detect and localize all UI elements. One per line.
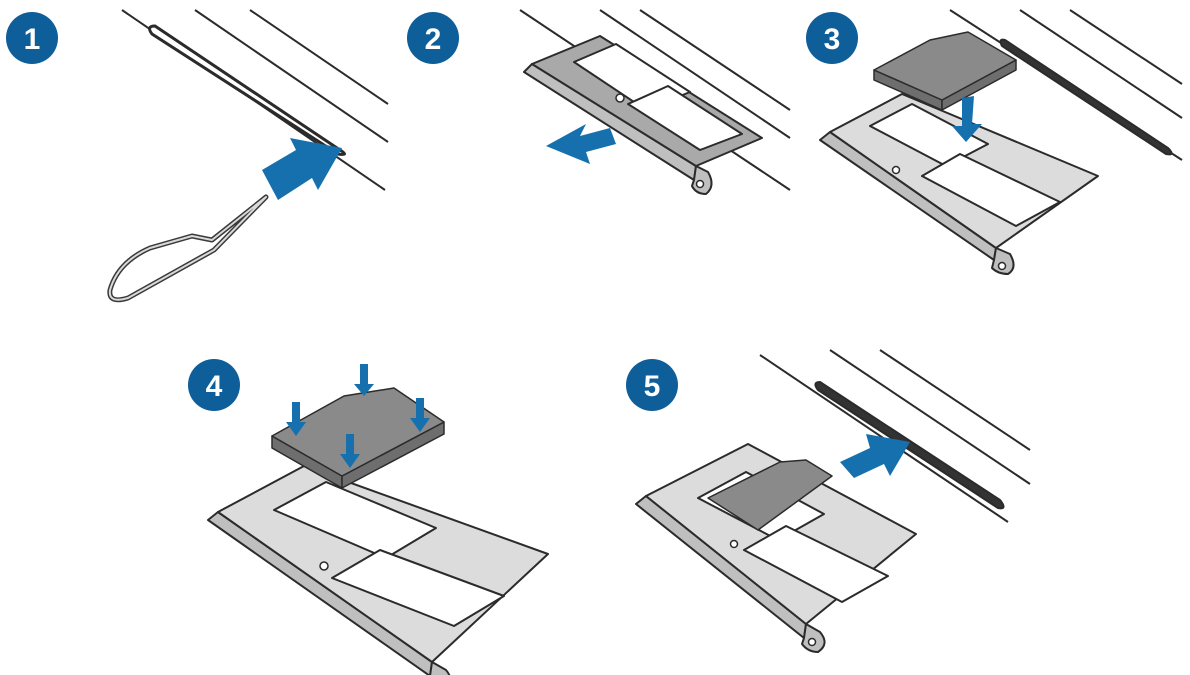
step-badge: 4 <box>188 359 240 411</box>
step-badge: 2 <box>407 12 459 64</box>
step-5: 5 <box>626 349 1031 653</box>
nano-sim-card <box>707 459 833 531</box>
step-number: 4 <box>206 370 223 403</box>
arrow-icon <box>840 434 910 478</box>
step-number: 3 <box>824 23 841 56</box>
arrow-icon <box>286 402 306 436</box>
arrow-icon <box>354 364 374 396</box>
arrow-icon <box>340 434 360 468</box>
sim-tray <box>207 465 549 675</box>
step-badge: 5 <box>626 359 678 411</box>
step-1: 1 <box>6 9 389 303</box>
step-number: 2 <box>425 23 442 56</box>
step-number: 5 <box>644 370 661 403</box>
step-badge: 1 <box>6 12 58 64</box>
phone-side <box>949 9 1183 161</box>
arrow-icon <box>546 124 616 164</box>
arrow-icon <box>262 138 342 200</box>
nano-sim-card <box>873 31 1017 111</box>
sim-ejection-pin-icon <box>107 194 269 303</box>
step-3: 3 <box>806 9 1183 275</box>
sim-tray <box>523 35 763 195</box>
phone-side <box>121 9 389 191</box>
step-number: 1 <box>24 23 41 56</box>
arrow-icon <box>952 96 982 142</box>
step-4: 4 <box>188 359 549 675</box>
step-2: 2 <box>407 9 791 195</box>
arrow-icon <box>410 398 430 432</box>
sim-tray <box>819 93 1099 275</box>
step-badge: 3 <box>806 12 858 64</box>
nano-sim-card <box>271 387 445 489</box>
